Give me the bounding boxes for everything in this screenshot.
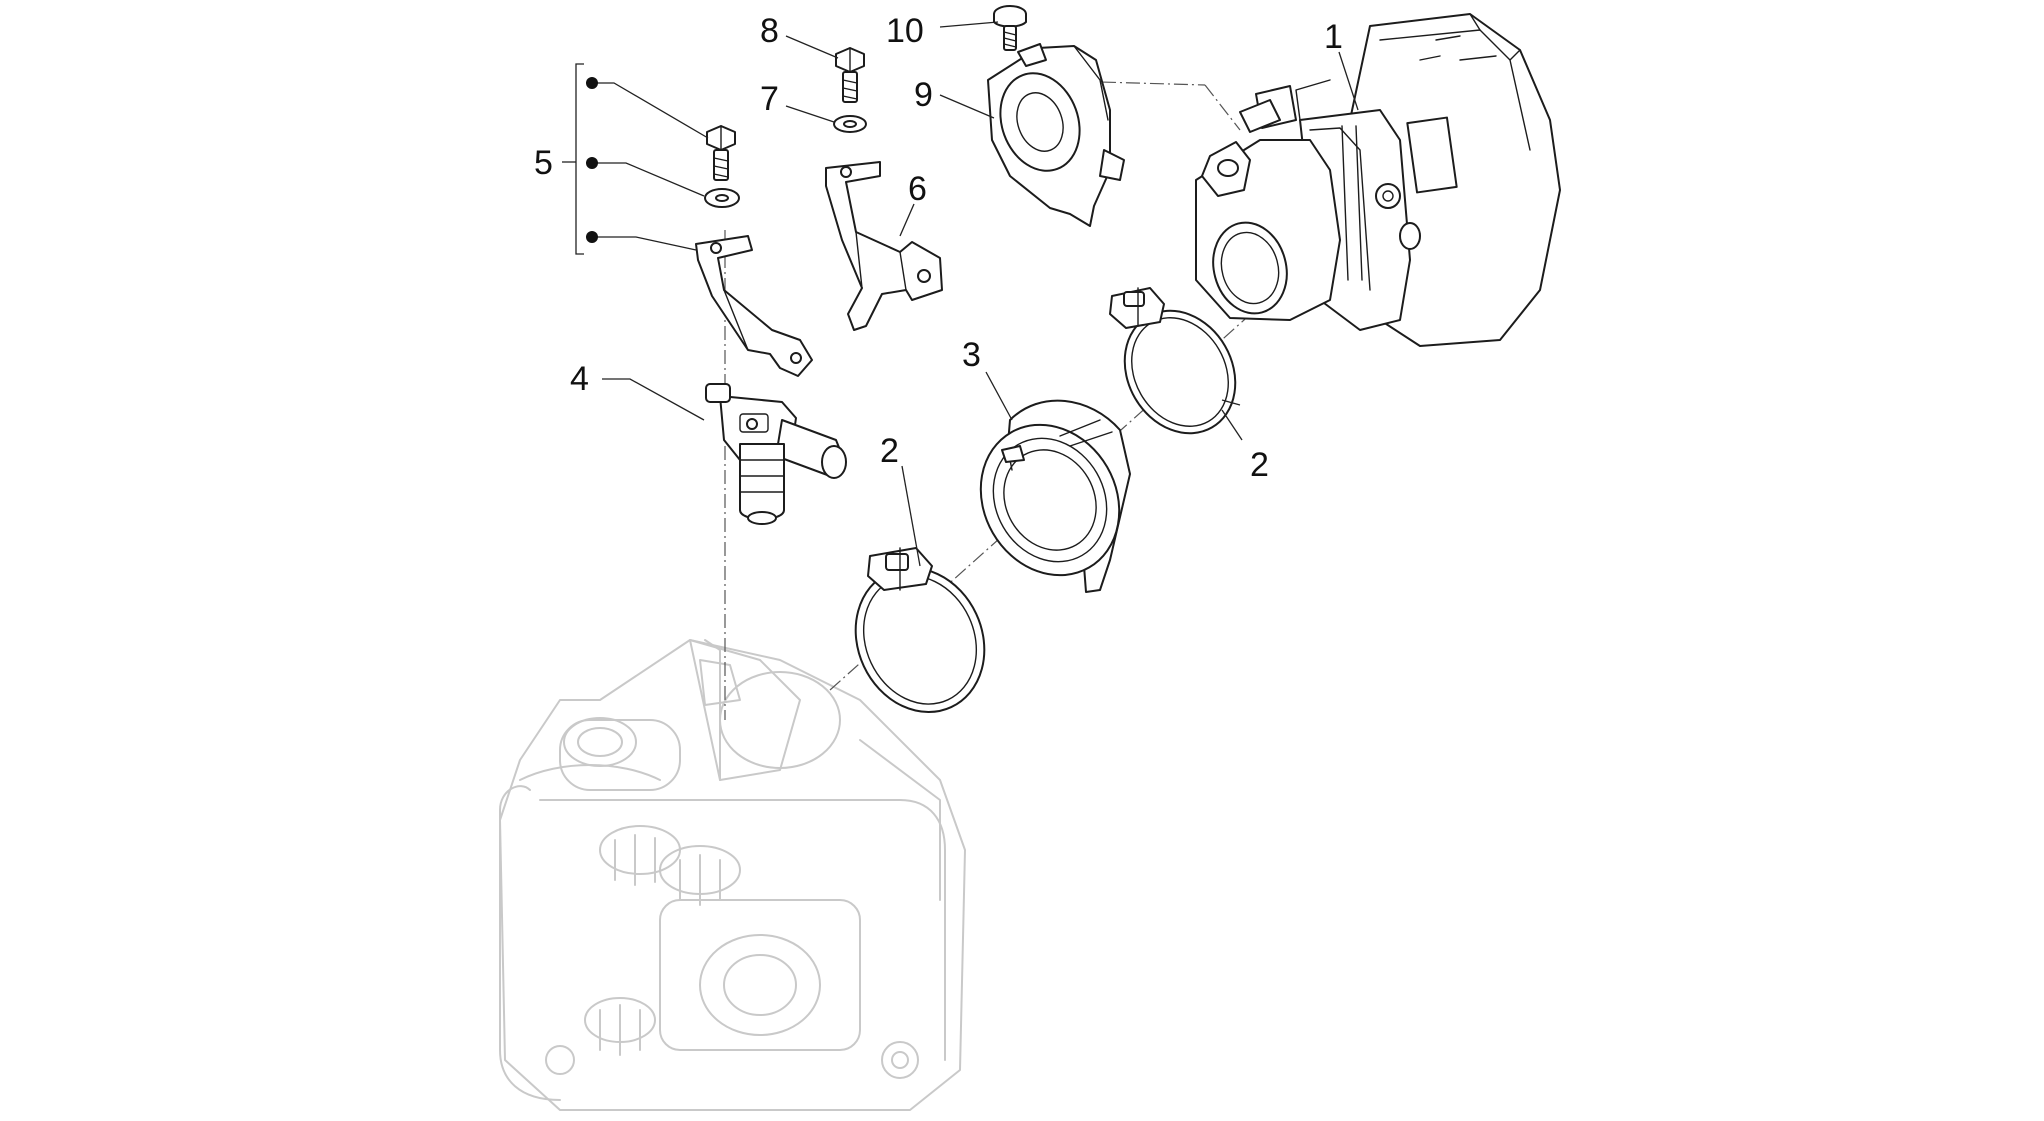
injector-part xyxy=(705,383,847,525)
bolt-part xyxy=(835,47,865,103)
callout-2-lower: 2 xyxy=(880,432,899,470)
intake-manifold-part xyxy=(979,399,1131,593)
hose-clamp-lower-part xyxy=(854,547,986,714)
screw-part xyxy=(993,5,1027,51)
callout-4: 4 xyxy=(570,360,589,398)
cylinder-head-ghost xyxy=(499,639,966,1111)
kit-bracket-line xyxy=(562,63,584,255)
bracket-part xyxy=(825,161,943,331)
callout-5: 5 xyxy=(534,144,553,182)
hose-clamp-upper-part xyxy=(1109,287,1237,435)
callout-8: 8 xyxy=(760,12,779,50)
callout-3: 3 xyxy=(962,336,981,374)
kit-dots xyxy=(586,77,598,243)
cover-part xyxy=(987,43,1125,227)
washer-part xyxy=(833,115,867,133)
callout-2-upper: 2 xyxy=(1250,446,1269,484)
callout-10: 10 xyxy=(886,12,924,50)
callout-6: 6 xyxy=(908,170,927,208)
callout-9: 9 xyxy=(914,76,933,114)
injector-bracket-kit-parts xyxy=(695,125,813,377)
callout-labels: 1 2 2 3 4 5 6 7 8 9 10 xyxy=(534,12,1343,484)
throttle-body-part xyxy=(1195,13,1561,347)
leader-lines xyxy=(592,21,1359,567)
callout-7: 7 xyxy=(760,80,779,118)
callout-1: 1 xyxy=(1324,18,1343,56)
